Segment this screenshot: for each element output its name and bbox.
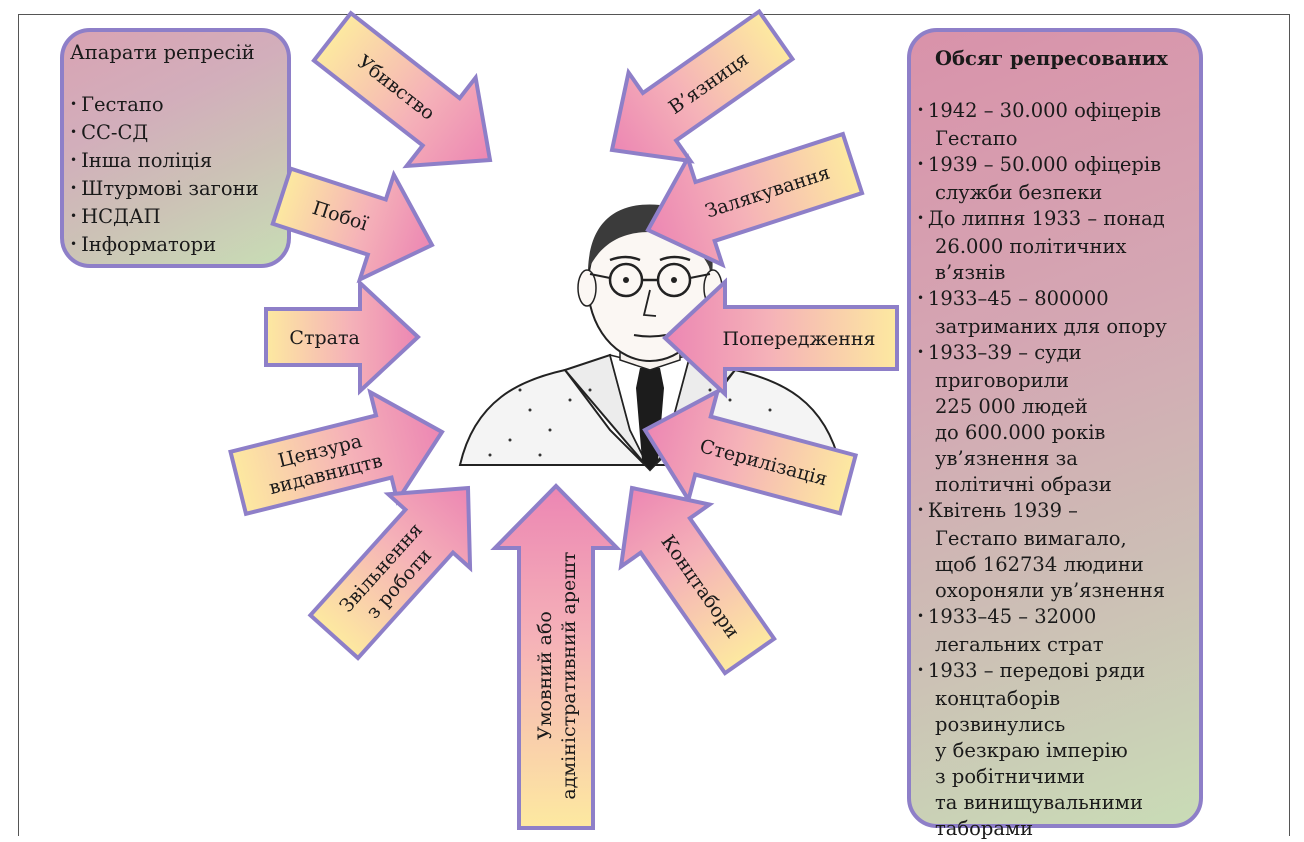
- arrow-zvilnennia: [307, 485, 473, 661]
- repression-scale-title: Обсяг репресованих: [935, 47, 1168, 70]
- arrow-aresht: [490, 483, 622, 830]
- scale-bullet-continuation: до 600.000 років: [935, 421, 1106, 444]
- scale-bullet-item: • 1939 – 50.000 офіцерів: [917, 152, 1199, 180]
- arrow-shape: [228, 388, 445, 517]
- scale-bullet-continuation: та винищувальними: [935, 791, 1143, 814]
- scale-bullet-item: • 1942 – 30.000 офіцерів: [917, 98, 1199, 126]
- list-item: НСДАП: [70, 204, 287, 232]
- arrow-label-strata: Страта: [289, 327, 359, 349]
- list-item: Гестапо: [70, 92, 287, 120]
- scale-bullet-continuation: 225 000 людей: [935, 395, 1088, 418]
- scale-bullet-continuation: з робітничими: [935, 765, 1085, 788]
- scale-bullet-item: • 1933 – передові ряди: [917, 658, 1199, 686]
- arrow-zalyakuvannia: [645, 131, 865, 269]
- scale-bullet-continuation: охороняли ув’язнення: [935, 579, 1166, 602]
- scale-bullet-text: 1933–39 – суди: [927, 341, 1082, 364]
- arrow-tsenzura: [228, 388, 445, 517]
- scale-bullet-continuation: в’язнів: [935, 261, 1006, 284]
- scale-bullet-text: 1933–45 – 32000: [927, 605, 1097, 628]
- scale-bullet-item: • Квітень 1939 –: [917, 498, 1199, 526]
- arrow-vyaznytsia: [609, 8, 796, 164]
- scale-bullet-text: Квітень 1939 –: [927, 499, 1078, 522]
- bullet-glyph: •: [917, 157, 928, 171]
- arrow-poboi: [270, 166, 435, 284]
- scale-bullet-text: 1939 – 50.000 офіцерів: [927, 153, 1162, 176]
- repression-scale-panel: Обсяг репресованих • 1942 – 30.000 офіце…: [907, 28, 1203, 840]
- bullet-glyph: •: [917, 609, 928, 623]
- arrow-shape: [307, 485, 473, 661]
- list-item: СС-СД: [70, 120, 287, 148]
- scale-bullet-continuation: 26.000 політичних: [935, 235, 1127, 258]
- scale-bullet-continuation: політичні образи: [935, 473, 1112, 496]
- arrow-vbyvstvo: [311, 10, 493, 169]
- scale-bullet-continuation: концтаборів: [935, 687, 1061, 710]
- scale-bullet-continuation: приговорили: [935, 369, 1070, 392]
- scale-bullet-item: • 1933–45 – 800000: [917, 286, 1199, 314]
- list-item: Штурмові загони: [70, 176, 287, 204]
- repression-apparatus-title: Апарати репресій: [70, 41, 255, 64]
- arrow-shape: [311, 10, 493, 169]
- scale-bullet-continuation: затриманих для опору: [935, 315, 1167, 338]
- list-item: Інформатори: [70, 232, 287, 260]
- arrow-label-line: адміністративний арешт: [558, 552, 580, 800]
- diagram-frame: [18, 14, 1290, 836]
- scale-bullet-continuation: легальних страт: [935, 633, 1104, 656]
- bullet-glyph: •: [917, 103, 928, 117]
- arrow-shape: [490, 483, 622, 830]
- repression-apparatus-list: Гестапо СС-СД Інша поліція Штурмові заго…: [70, 92, 287, 260]
- arrow-kontstabory: [618, 485, 777, 676]
- scale-bullet-continuation: служби безпеки: [935, 181, 1103, 204]
- arrow-poperedzhennia: [662, 277, 899, 399]
- arrow-shape: [645, 131, 865, 269]
- scale-bullet-text: До липня 1933 – понад: [927, 207, 1165, 230]
- scale-bullet-item: • 1933–39 – суди: [917, 340, 1199, 368]
- arrow-shape: [618, 485, 777, 676]
- arrow-label-line: Страта: [289, 327, 359, 349]
- arrow-shape: [270, 166, 435, 284]
- bullet-glyph: •: [917, 345, 928, 359]
- arrow-sterylizatsiia: [642, 387, 859, 516]
- scale-bullet-item: • 1933–45 – 32000: [917, 604, 1199, 632]
- bullet-glyph: •: [917, 211, 928, 225]
- scale-bullet-text: 1933–45 – 800000: [927, 287, 1109, 310]
- arrow-strata: [264, 278, 421, 396]
- scale-bullet-continuation: ув’язнення за: [935, 447, 1078, 470]
- arrow-label-poperedzhennia: Попередження: [722, 328, 875, 350]
- scale-bullet-continuation: розвинулись: [935, 713, 1066, 736]
- bullet-glyph: •: [917, 291, 928, 305]
- scale-bullet-continuation: щоб 162734 людини: [935, 553, 1144, 576]
- arrow-shape: [662, 277, 899, 399]
- arrow-shape: [264, 278, 421, 396]
- list-item: Інша поліція: [70, 148, 287, 176]
- scale-bullet-text: 1933 – передові ряди: [927, 659, 1146, 682]
- scale-bullet-text: 1942 – 30.000 офіцерів: [927, 99, 1162, 122]
- arrow-shape: [609, 8, 796, 164]
- arrow-label-line: Попередження: [722, 328, 875, 350]
- arrow-shape: [642, 387, 859, 516]
- scale-bullet-continuation: у безкраю імперію: [935, 739, 1128, 762]
- scale-bullet-item: • До липня 1933 – понад: [917, 206, 1199, 234]
- arrow-label-line: Умовний або: [534, 611, 556, 740]
- bullet-glyph: •: [917, 663, 928, 677]
- bullet-glyph: •: [917, 503, 928, 517]
- scale-bullet-continuation: Гестапо: [935, 127, 1018, 150]
- scale-bullet-continuation: таборами: [935, 817, 1034, 840]
- repression-apparatus-panel: Апарати репресій Гестапо СС-СД Інша полі…: [60, 28, 291, 268]
- scale-bullet-continuation: Гестапо вимагало,: [935, 527, 1127, 550]
